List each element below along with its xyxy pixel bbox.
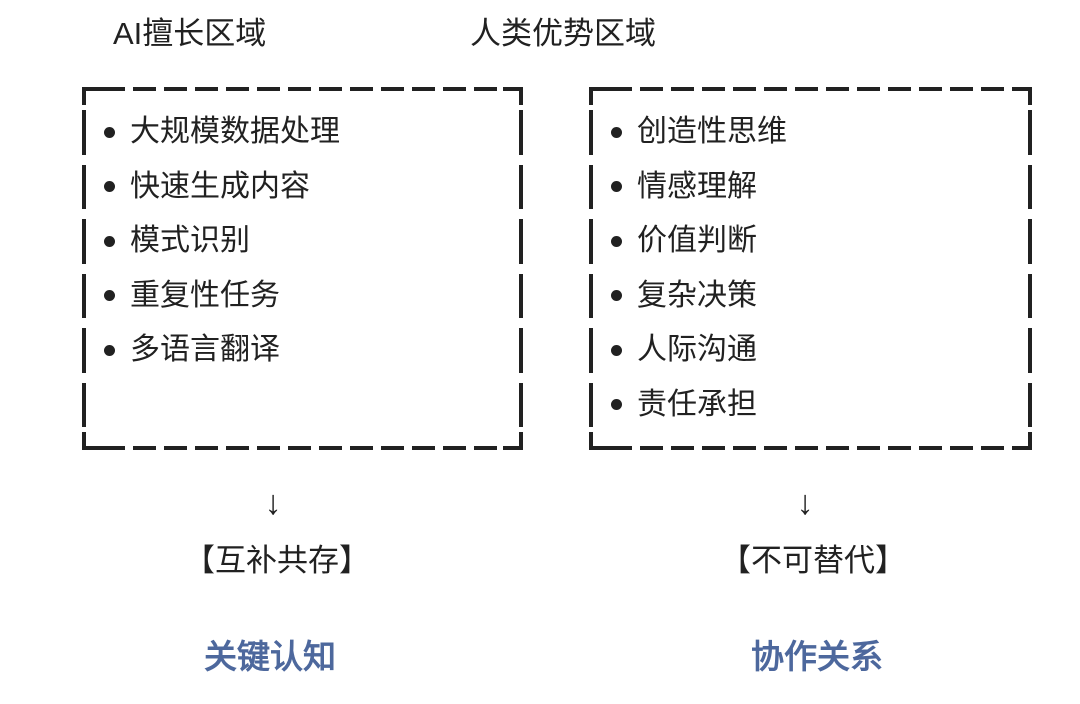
dashed-border-bottom — [609, 446, 1012, 450]
ai-strengths-box: 大规模数据处理 快速生成内容 模式识别 重复性任务 多语言翻译 — [82, 87, 523, 450]
list-item: 责任承担 — [589, 378, 1032, 433]
list-item: 大规模数据处理 — [82, 105, 523, 160]
list-item: 创造性思维 — [589, 105, 1032, 160]
right-result-tag: 【不可替代】 — [720, 543, 906, 578]
bullet-icon — [104, 126, 115, 138]
ai-strengths-list: 大规模数据处理 快速生成内容 模式识别 重复性任务 多语言翻译 — [82, 105, 523, 432]
bullet-icon — [611, 126, 622, 138]
list-item-label: 多语言翻译 — [130, 333, 280, 367]
corner-bottom-left — [589, 432, 609, 450]
box-top-border — [82, 87, 523, 105]
bullet-icon — [104, 235, 115, 247]
corner-top-right — [1012, 87, 1032, 105]
dashed-border-top — [609, 87, 1012, 91]
list-item: 多语言翻译 — [82, 323, 523, 378]
box-bottom-border — [589, 432, 1032, 450]
left-footer-label: 关键认知 — [204, 638, 336, 675]
down-arrow-icon: ↓ — [796, 484, 814, 522]
right-column-title: 人类优势区域 — [470, 16, 656, 51]
list-item-label: 价值判断 — [637, 224, 757, 258]
list-item-label: 创造性思维 — [637, 115, 787, 149]
list-item-label: 人际沟通 — [637, 333, 757, 367]
bullet-icon — [611, 344, 622, 356]
list-item-label: 责任承担 — [637, 387, 757, 421]
corner-bottom-left — [82, 432, 102, 450]
corner-top-left — [589, 87, 609, 105]
list-item: 人际沟通 — [589, 323, 1032, 378]
list-item-label: 复杂决策 — [637, 278, 757, 312]
corner-top-right — [503, 87, 523, 105]
list-item: 模式识别 — [82, 214, 523, 269]
bullet-icon — [104, 181, 115, 193]
bullet-icon — [611, 181, 622, 193]
empty-row — [82, 378, 523, 433]
box-top-border — [589, 87, 1032, 105]
box-bottom-border — [82, 432, 523, 450]
list-item-label: 模式识别 — [130, 224, 250, 258]
list-item: 复杂决策 — [589, 269, 1032, 324]
human-advantages-box: 创造性思维 情感理解 价值判断 复杂决策 人际沟通 责任承担 — [589, 87, 1032, 450]
dashed-border-top — [102, 87, 503, 91]
list-item-label: 重复性任务 — [130, 278, 280, 312]
list-item-label: 情感理解 — [637, 169, 757, 203]
human-advantages-list: 创造性思维 情感理解 价值判断 复杂决策 人际沟通 责任承担 — [589, 105, 1032, 432]
list-item: 重复性任务 — [82, 269, 523, 324]
left-result-tag: 【互补共存】 — [184, 543, 370, 578]
list-item: 快速生成内容 — [82, 160, 523, 215]
list-item-label: 快速生成内容 — [130, 169, 310, 203]
bullet-icon — [104, 344, 115, 356]
list-item: 情感理解 — [589, 160, 1032, 215]
corner-top-left — [82, 87, 102, 105]
left-column-title: AI擅长区域 — [113, 16, 267, 51]
dashed-border-bottom — [102, 446, 503, 450]
list-item-label: 大规模数据处理 — [130, 115, 340, 149]
bullet-icon — [104, 290, 115, 302]
bullet-icon — [611, 235, 622, 247]
right-footer-label: 协作关系 — [751, 638, 883, 675]
list-item: 价值判断 — [589, 214, 1032, 269]
bullet-icon — [611, 290, 622, 302]
corner-bottom-right — [1012, 432, 1032, 450]
down-arrow-icon: ↓ — [264, 484, 282, 522]
bullet-icon — [611, 399, 622, 411]
corner-bottom-right — [503, 432, 523, 450]
